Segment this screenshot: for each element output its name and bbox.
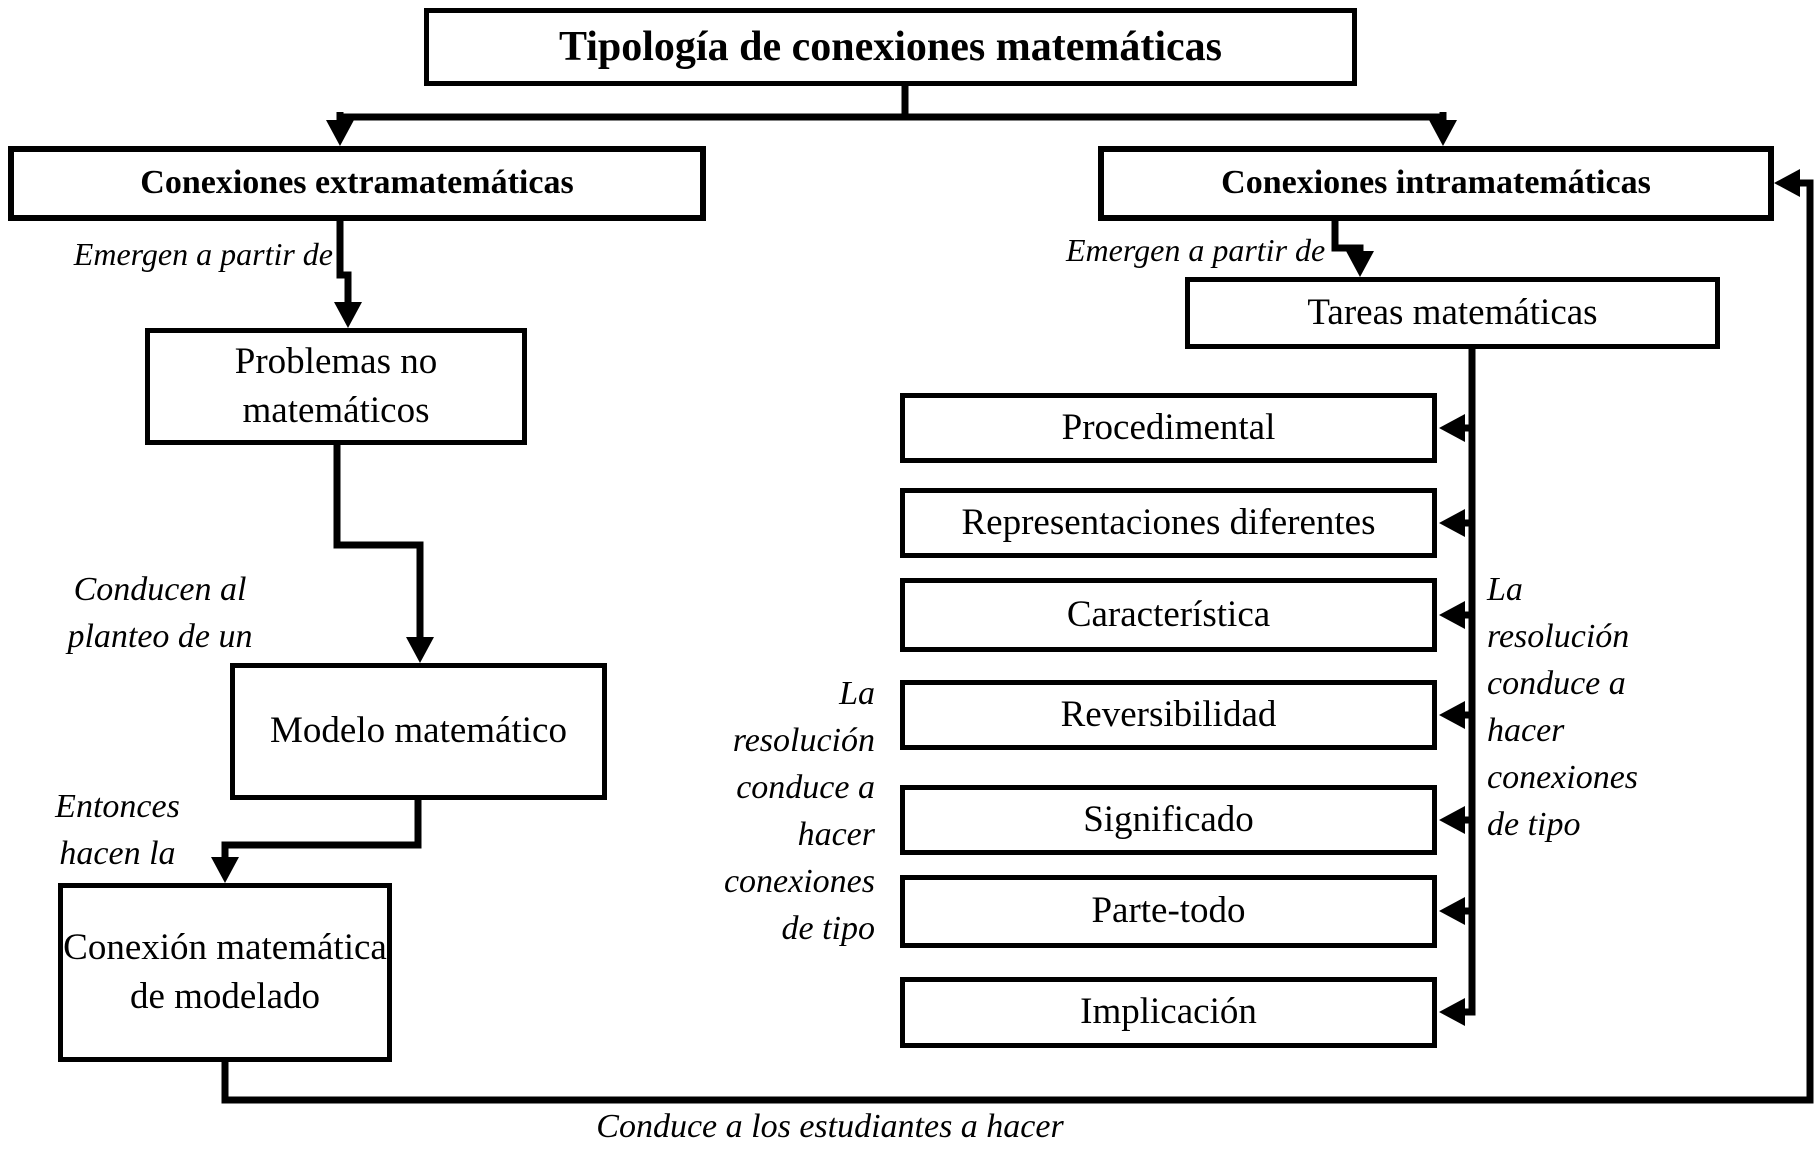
node-problemas-no-matematicos: Problemas no matemáticos — [145, 328, 527, 445]
node-category-caracteristica: Característica — [900, 578, 1437, 652]
edge-label-emergen-right: Emergen a partir de — [1066, 232, 1326, 268]
node-conexiones-extramatematicas: Conexiones extramatemáticas — [8, 146, 706, 221]
arrow-extra-to-problemas — [334, 221, 362, 328]
edge-label-resolucion-right: La resolución conduce a hacer conexiones… — [1487, 571, 1639, 843]
arrow-conexion-feedback-to-intra — [221, 169, 1814, 1104]
node-conexion-matematica-de-modelado: Conexión matemática de modelado — [58, 883, 392, 1062]
edge-label-resolucion-left: La resolución conduce a hacer conexiones… — [723, 675, 875, 947]
node-conexiones-intramatematicas: Conexiones intramatemáticas — [1098, 146, 1774, 221]
node-modelo-matematico: Modelo matemático — [230, 663, 607, 800]
arrow-problemas-to-modelo — [333, 445, 434, 663]
edge-label-conducen-al-planteo: Conducen al planteo de un — [67, 571, 253, 655]
node-title: Tipología de conexiones matemáticas — [424, 8, 1357, 86]
edge-label-conduce-a-los-estudiantes: Conduce a los estudiantes a hacer — [596, 1108, 1064, 1145]
connector-title-split — [340, 84, 1443, 121]
arrow-intra-to-tareas — [1331, 221, 1374, 277]
node-category-representaciones-diferentes: Representaciones diferentes — [900, 488, 1437, 558]
edge-label-emergen-left: Emergen a partir de — [73, 236, 333, 272]
node-category-procedimental: Procedimental — [900, 393, 1437, 463]
node-category-parte-todo: Parte-todo — [900, 875, 1437, 948]
edge-label-entonces-hacen-la: Entonces hacen la — [55, 788, 180, 872]
node-tareas-matematicas: Tareas matemáticas — [1185, 277, 1720, 349]
node-category-reversibilidad: Reversibilidad — [900, 680, 1437, 750]
arrow-modelo-to-conexion — [211, 800, 422, 883]
node-category-significado: Significado — [900, 785, 1437, 855]
node-category-implicacion: Implicación — [900, 977, 1437, 1048]
